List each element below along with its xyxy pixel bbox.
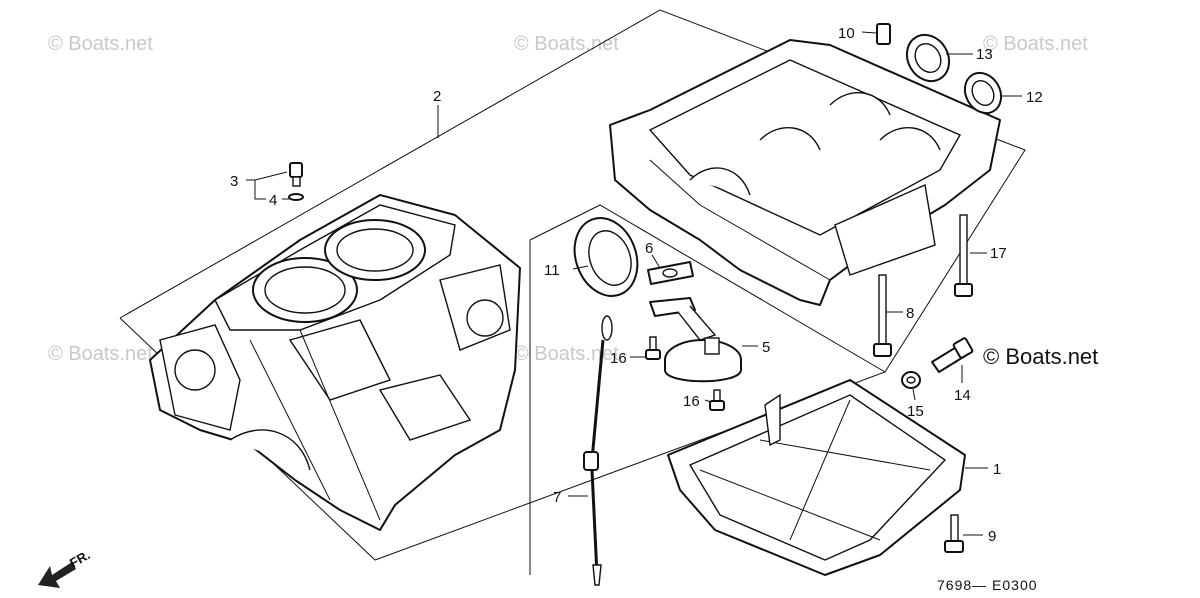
callout-9: 9 (988, 528, 996, 545)
callout-2: 2 (433, 88, 441, 105)
front-direction-arrow-icon (38, 562, 76, 588)
leader-10 (861, 31, 877, 34)
callout-1: 1 (993, 461, 1001, 478)
callout-10: 10 (838, 25, 855, 42)
watermark-top-left: © Boats.net (48, 33, 153, 55)
callout-15: 15 (907, 403, 924, 420)
group-outline-oil-system (529, 204, 886, 373)
callout-17: 17 (990, 245, 1007, 262)
dipstick-7[interactable] (583, 315, 613, 586)
oil-pan-1[interactable] (667, 379, 966, 576)
washer-4[interactable] (288, 193, 304, 201)
callout-12: 12 (1026, 89, 1043, 106)
leader-15 (912, 388, 916, 401)
callout-16b: 16 (683, 393, 700, 410)
group-outline-cylinder-block (119, 9, 1026, 561)
leader-6 (651, 254, 661, 269)
callout-11: 11 (544, 262, 560, 279)
watermark-mid-left: © Boats.net (48, 343, 153, 365)
callout-16a: 16 (610, 350, 627, 367)
leader-11 (572, 265, 589, 270)
callout-6: 6 (645, 240, 653, 257)
watermark-top-right: © Boats.net (983, 33, 1088, 55)
bolt-16a[interactable] (645, 336, 661, 360)
leader-3 (254, 171, 288, 181)
callout-7: 7 (553, 489, 561, 506)
leader-3-4 (246, 179, 266, 200)
diagram-code: 7698— E0300 (937, 577, 1038, 593)
bolt-14[interactable] (931, 337, 974, 373)
callout-13: 13 (976, 46, 993, 63)
bolt-3[interactable] (289, 162, 303, 187)
callout-3: 3 (230, 173, 238, 190)
bolt-8[interactable] (873, 274, 892, 357)
gasket-6[interactable] (647, 261, 694, 285)
pin-10[interactable] (876, 23, 891, 45)
callout-8: 8 (906, 305, 914, 322)
bolt-9[interactable] (944, 514, 964, 553)
callout-5: 5 (762, 339, 770, 356)
bolt-17[interactable] (954, 214, 973, 297)
bolt-16b[interactable] (709, 389, 725, 411)
oil-seal-11[interactable] (564, 209, 648, 305)
oil-strainer-5[interactable] (649, 297, 742, 383)
watermark-mid-center: © Boats.net (514, 343, 619, 365)
callout-14: 14 (954, 387, 971, 404)
watermark-mid-right: © Boats.net (983, 344, 1098, 369)
crankcase[interactable] (609, 39, 1001, 306)
leader-16b (704, 399, 712, 403)
oil-seal-12[interactable] (958, 66, 1008, 119)
callout-4: 4 (269, 192, 277, 209)
cylinder-block[interactable] (149, 194, 521, 531)
washer-15[interactable] (901, 371, 921, 389)
watermark-top-center: © Boats.net (514, 33, 619, 55)
oil-seal-13[interactable] (899, 27, 958, 89)
